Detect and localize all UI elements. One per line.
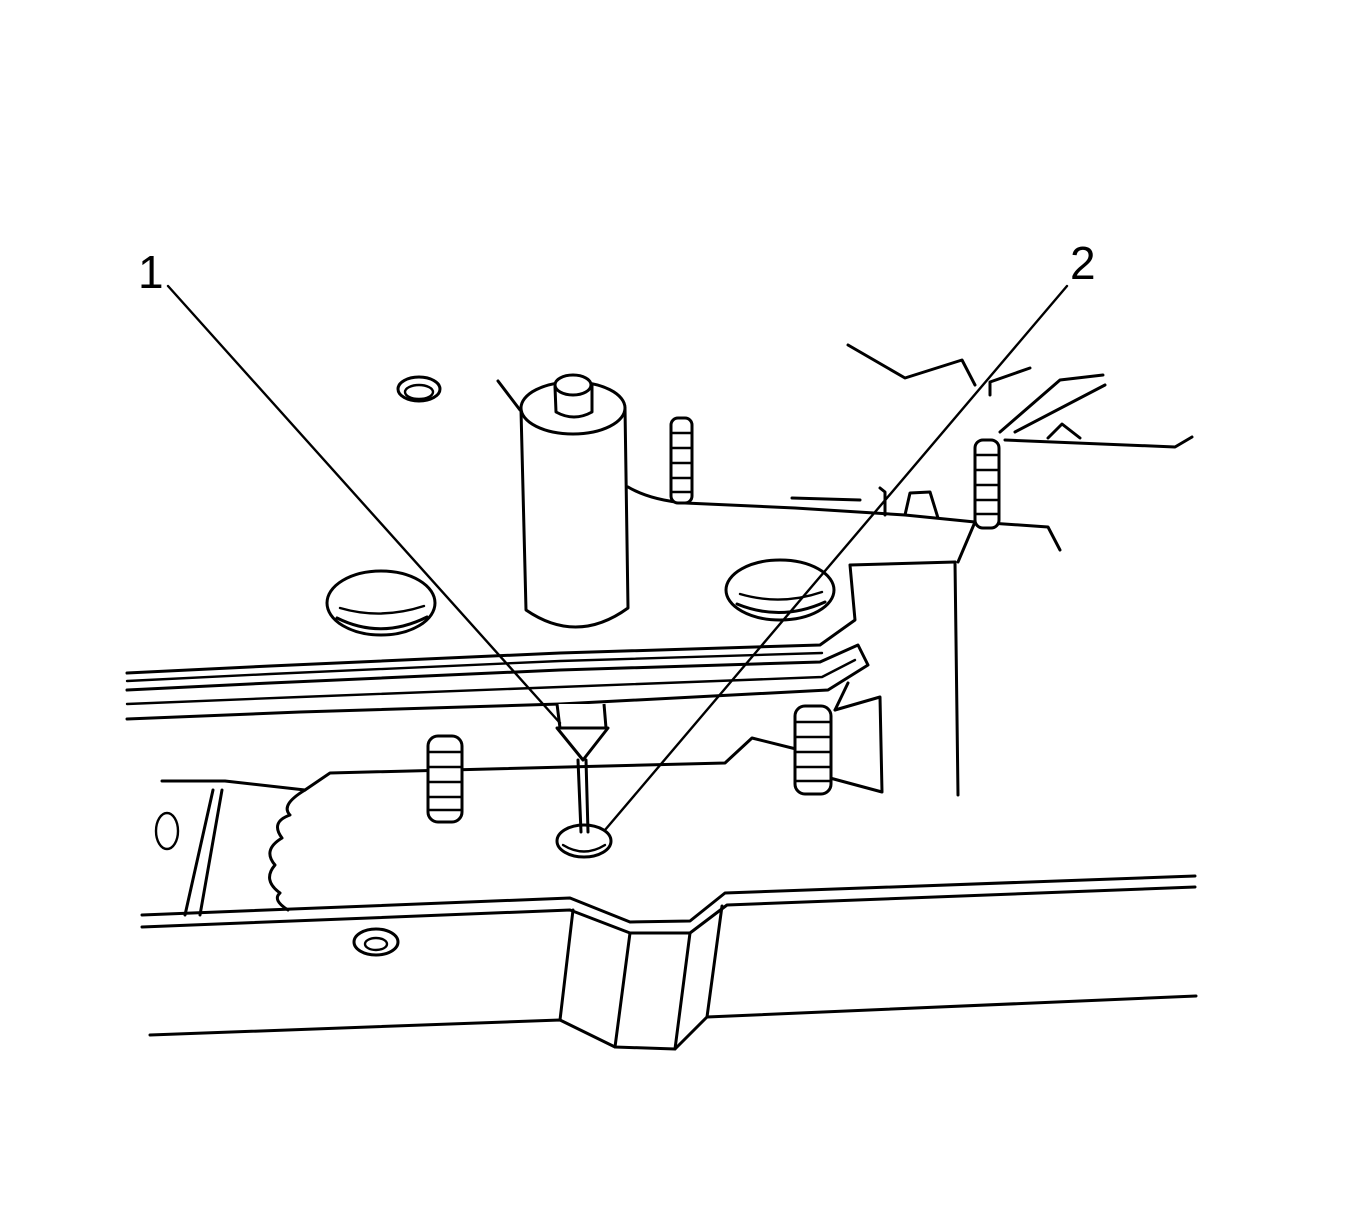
pin-lower-left bbox=[426, 734, 464, 824]
upper-plate bbox=[125, 343, 1194, 797]
pin-upper-right bbox=[973, 438, 1001, 530]
bore-left bbox=[325, 569, 437, 637]
callout-leaders bbox=[166, 284, 1069, 832]
check-ball-orifice bbox=[555, 703, 610, 834]
small-hole-upper bbox=[396, 375, 442, 403]
check-ball-hole bbox=[555, 823, 613, 859]
leader-line-1 bbox=[166, 284, 562, 725]
callout-label-2: 2 bbox=[1070, 237, 1096, 289]
pin-lower-right bbox=[793, 704, 833, 796]
lower-plate bbox=[140, 681, 1198, 1051]
pin-upper-middle bbox=[669, 416, 694, 505]
bore-right bbox=[724, 558, 836, 622]
hole-front-face bbox=[352, 927, 400, 957]
leader-line-2 bbox=[603, 284, 1069, 832]
callout-label-1: 1 bbox=[138, 246, 164, 298]
cylinder-tool bbox=[519, 373, 630, 629]
